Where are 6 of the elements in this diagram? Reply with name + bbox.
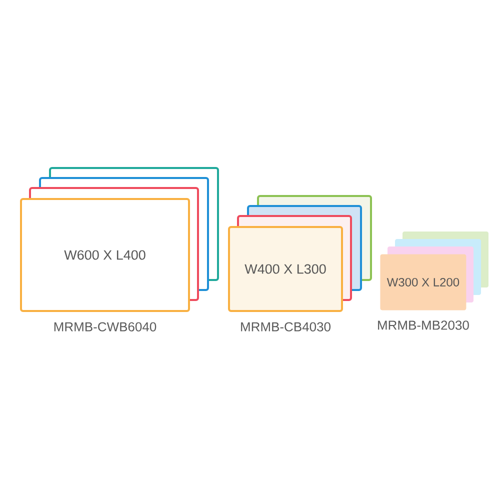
board-card: W400 X L300 — [228, 226, 343, 312]
board-card: W300 X L200 — [380, 254, 466, 310]
model-label: MRMB-MB2030 — [378, 320, 469, 330]
board-card: W600 X L400 — [20, 198, 190, 312]
model-label: MRMB-CB4030 — [241, 322, 330, 332]
model-label: MRMB-CWB6040 — [54, 322, 156, 332]
